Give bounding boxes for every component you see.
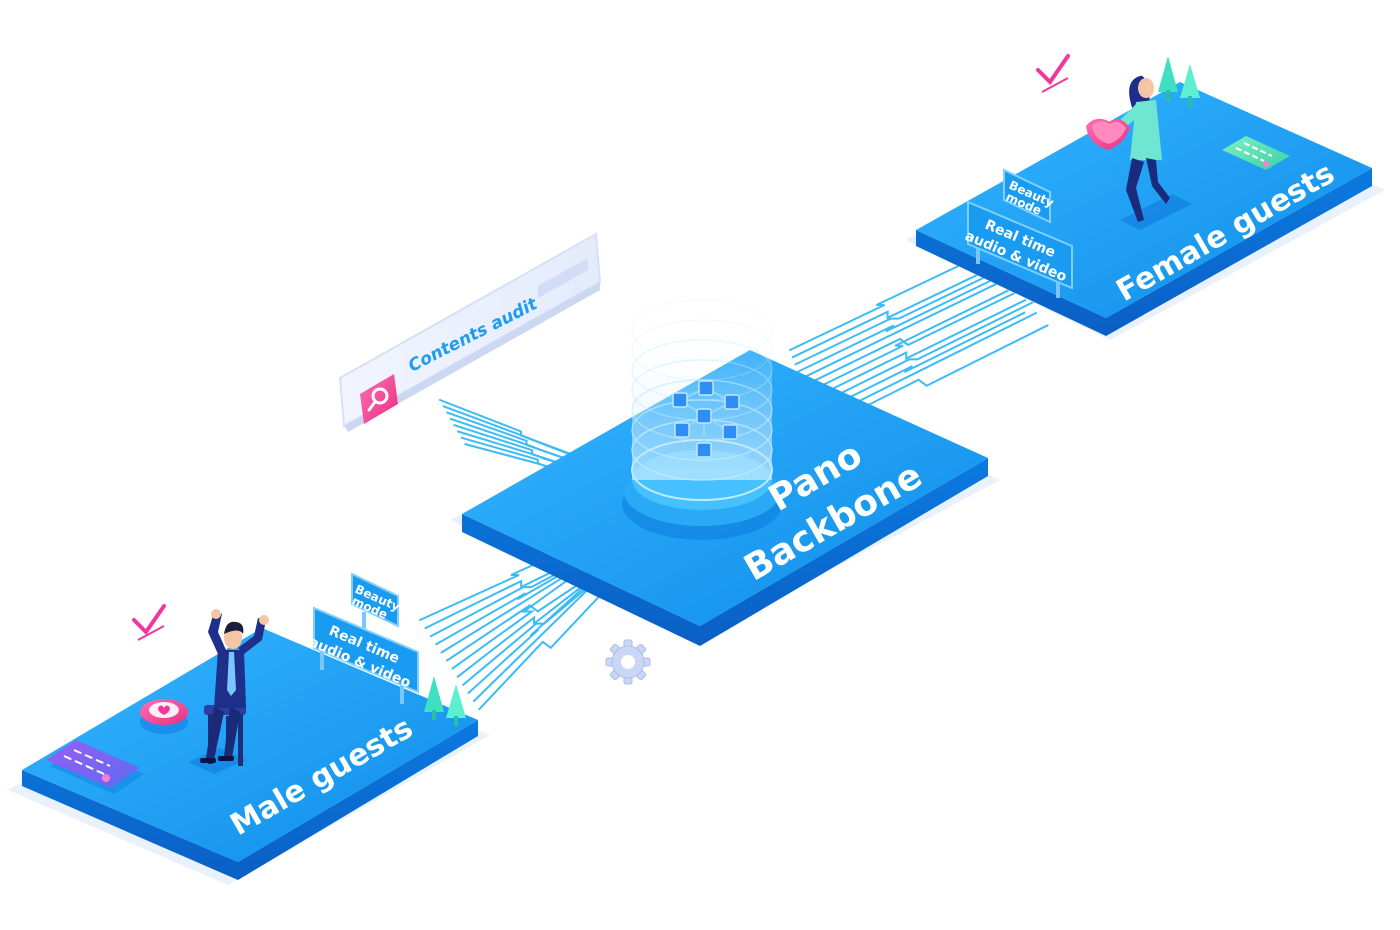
platform-side xyxy=(916,168,1372,336)
circuit-line xyxy=(789,249,993,351)
platform-top xyxy=(22,628,478,862)
pano-backbone-platform: Pano Backbone xyxy=(450,299,1000,646)
tree-icon xyxy=(424,676,466,726)
circuit-line xyxy=(797,273,1004,373)
circuit-line xyxy=(813,311,1026,416)
circuit-line xyxy=(794,261,1017,366)
circuit-line xyxy=(807,299,1027,402)
male-guest-figure xyxy=(188,609,269,774)
contents-audit-panel: Contents audit xyxy=(338,232,602,432)
check-icon xyxy=(1036,54,1070,93)
circuit-line xyxy=(799,274,1016,380)
network-icon xyxy=(622,299,782,540)
female-guests-platform: Beauty mode Real time audio & video Fema… xyxy=(905,54,1385,340)
search-icon xyxy=(360,374,398,424)
circuit-line xyxy=(478,564,630,711)
circuit-line xyxy=(805,286,1015,395)
gear-icon xyxy=(605,639,651,685)
circuit-lines xyxy=(419,249,1049,711)
card-icon xyxy=(46,740,144,794)
male-guests-platform: Beauty mode Real time audio & video Male… xyxy=(8,572,490,885)
circuit-line xyxy=(810,299,1038,409)
tree-icon xyxy=(1158,56,1200,108)
card-icon xyxy=(1222,136,1290,170)
female-guest-figure xyxy=(1086,75,1192,230)
check-icon xyxy=(132,604,166,641)
circuit-line xyxy=(467,557,617,694)
heart-badge-icon xyxy=(140,699,188,734)
circuit-line xyxy=(791,261,1005,359)
